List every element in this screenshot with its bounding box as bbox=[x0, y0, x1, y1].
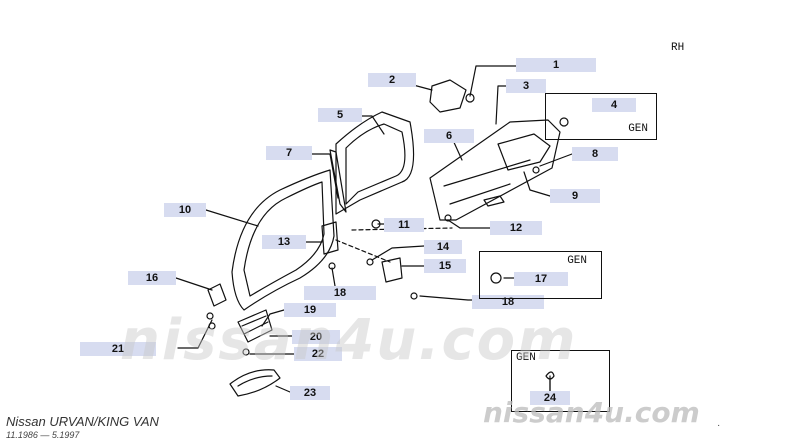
callout-24[interactable]: 24 bbox=[530, 391, 570, 405]
model-title: Nissan URVAN/KING VAN bbox=[6, 414, 159, 429]
callout-15[interactable]: 15 bbox=[424, 259, 466, 273]
callout-10[interactable]: 10 bbox=[164, 203, 206, 217]
regulator bbox=[237, 309, 273, 343]
clip-21b bbox=[208, 322, 216, 330]
leader-23 bbox=[275, 385, 291, 393]
callout-12[interactable]: 12 bbox=[490, 221, 542, 235]
callout-11[interactable]: 11 bbox=[384, 218, 424, 232]
dashed-link-a bbox=[335, 239, 391, 263]
window-channel-outline bbox=[335, 111, 415, 215]
armrest bbox=[483, 195, 505, 207]
bracket-2 bbox=[429, 79, 467, 113]
division-channel bbox=[329, 149, 347, 213]
trim-panel-line2 bbox=[449, 183, 511, 205]
callout-21[interactable]: 21 bbox=[80, 342, 156, 356]
leader-21 bbox=[177, 319, 213, 349]
callout-2[interactable]: 2 bbox=[368, 73, 416, 87]
clip-21a bbox=[206, 312, 214, 320]
callout-16[interactable]: 16 bbox=[128, 271, 176, 285]
callout-8[interactable]: 8 bbox=[572, 147, 618, 161]
clip-12 bbox=[444, 214, 452, 222]
callout-14[interactable]: 14 bbox=[424, 240, 462, 254]
glass-run-inner bbox=[243, 181, 325, 297]
clip-22 bbox=[242, 348, 250, 356]
trim-panel-line bbox=[443, 159, 531, 187]
callout-18a[interactable]: 18 bbox=[304, 286, 376, 300]
trim-panel-outline bbox=[429, 119, 561, 221]
plate-15 bbox=[381, 257, 403, 283]
watermark-center: nissan4u.com bbox=[120, 308, 578, 373]
clip-4 bbox=[559, 117, 569, 127]
trim-panel-pocket bbox=[497, 133, 551, 171]
screw-8 bbox=[532, 166, 540, 174]
callout-17[interactable]: 17 bbox=[514, 272, 568, 286]
screw-18a bbox=[328, 262, 336, 270]
gen-box-middle: GEN bbox=[479, 251, 602, 299]
callout-20[interactable]: 20 bbox=[292, 330, 340, 344]
regulator-lines bbox=[241, 315, 269, 335]
leader-8 bbox=[539, 153, 573, 167]
window-channel-inner bbox=[345, 123, 406, 205]
screw-18b bbox=[410, 292, 418, 300]
callout-1[interactable]: 1 bbox=[516, 58, 596, 72]
hinge-16 bbox=[207, 283, 227, 307]
callout-3[interactable]: 3 bbox=[506, 79, 546, 93]
callout-5[interactable]: 5 bbox=[318, 108, 362, 122]
model-dates: 11.1986 — 5.1997 bbox=[6, 430, 80, 440]
gen-box-lower: GEN bbox=[511, 350, 610, 412]
clip-17 bbox=[490, 272, 502, 284]
leader-14 bbox=[371, 245, 425, 261]
callout-22[interactable]: 22 bbox=[294, 347, 342, 361]
gen-label: GEN bbox=[516, 352, 536, 364]
leader-16 bbox=[175, 277, 213, 291]
fastener-1 bbox=[465, 93, 475, 103]
callout-23[interactable]: 23 bbox=[290, 386, 330, 400]
watermark-corner: nissan4u.com bbox=[483, 396, 700, 429]
gen-label: GEN bbox=[628, 123, 648, 135]
gen-box-upper: GEN bbox=[545, 93, 657, 140]
callout-13[interactable]: 13 bbox=[262, 235, 306, 249]
leader-5 bbox=[361, 115, 385, 135]
clip-11 bbox=[371, 219, 381, 229]
leader-10 bbox=[205, 209, 259, 227]
handle-23-inner bbox=[237, 375, 273, 387]
mark-dot: · bbox=[717, 420, 721, 431]
callout-7[interactable]: 7 bbox=[266, 146, 312, 160]
part-24 bbox=[545, 371, 555, 393]
leader-7 bbox=[311, 153, 339, 199]
leader-19 bbox=[261, 309, 285, 327]
clip-14 bbox=[366, 258, 374, 266]
callout-19[interactable]: 19 bbox=[284, 303, 336, 317]
callout-6[interactable]: 6 bbox=[424, 129, 474, 143]
glass-run-outer bbox=[231, 169, 335, 311]
side-label: RH bbox=[671, 42, 685, 54]
callout-4[interactable]: 4 bbox=[592, 98, 636, 112]
gen-label: GEN bbox=[567, 255, 587, 267]
handle-23 bbox=[229, 369, 281, 397]
plate-13 bbox=[321, 221, 339, 255]
callout-9[interactable]: 9 bbox=[550, 189, 600, 203]
leader-9 bbox=[523, 171, 551, 197]
